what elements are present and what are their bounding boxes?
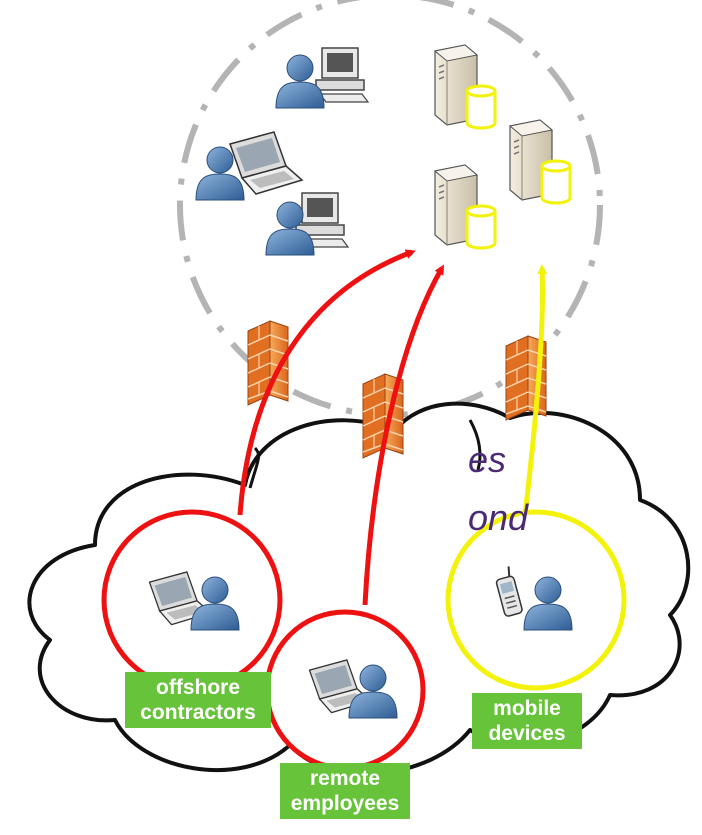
user-with-desktop-icon (265, 192, 349, 256)
mobile-arrow (522, 264, 548, 516)
server-with-database-icon (508, 118, 572, 205)
remote-arrow (362, 264, 445, 606)
mobile-ring (445, 509, 627, 691)
user-with-laptop-icon (195, 131, 303, 201)
user-with-desktop-icon (275, 47, 369, 109)
server-with-database-icon (433, 43, 497, 130)
offshore-arrow (237, 249, 416, 516)
text-fragment: ond (468, 497, 529, 538)
user-with-mobile-phone-icon (495, 566, 573, 631)
server-with-database-icon (433, 163, 497, 250)
text-fragment: es (468, 439, 507, 480)
